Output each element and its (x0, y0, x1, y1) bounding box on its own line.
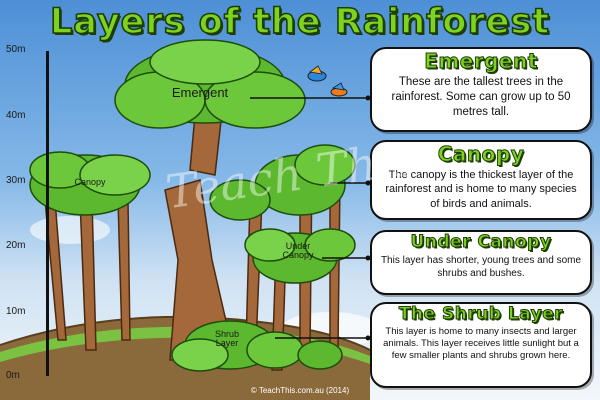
tree-label-canopy: Canopy (74, 177, 106, 187)
ruler-label-10m: 10m (6, 306, 26, 317)
layer-box-shrub: The Shrub Layer This layer is home to ma… (370, 302, 592, 388)
under-canopy-crowns (244, 228, 356, 284)
ruler-label-30m: 30m (6, 175, 26, 186)
layer-title-canopy: Canopy (437, 142, 525, 167)
ruler-label-40m: 40m (6, 110, 26, 121)
layer-title-under-canopy: Under Canopy (410, 232, 552, 253)
canopy-crowns (29, 144, 356, 221)
layer-box-canopy: Canopy The canopy is the thickest layer … (370, 140, 592, 220)
tree-label-under-canopy: Under Canopy (282, 241, 314, 261)
copyright-text: © TeachThis.com.au (2014) (250, 386, 350, 395)
tree-label-emergent: Emergent (171, 85, 229, 100)
tree-label-shrub: Shrub Layer (214, 329, 240, 349)
emergent-crown (114, 39, 306, 129)
bird-icon (330, 82, 348, 97)
ruler-label-0m: 0m (6, 370, 20, 381)
layer-text-under-canopy: This layer has shorter, young trees and … (380, 255, 582, 279)
pointer-lines (250, 97, 368, 339)
ruler-label-50m: 50m (6, 44, 26, 55)
layer-title-emergent: Emergent (424, 49, 538, 74)
page-title: Layers of the Rainforest (49, 1, 551, 43)
shrub-bushes (171, 320, 343, 372)
layer-text-canopy: The canopy is the thickest layer of the … (385, 169, 577, 210)
layer-title-shrub: The Shrub Layer (398, 304, 564, 325)
layer-text-emergent: These are the tallest trees in the rainf… (391, 76, 571, 119)
bird-icon (307, 65, 327, 82)
layer-box-under-canopy: Under Canopy This layer has shorter, you… (370, 230, 592, 295)
ruler-label-20m: 20m (6, 240, 26, 251)
height-ruler (46, 51, 49, 376)
layer-text-shrub: This layer is home to many insects and l… (383, 326, 579, 361)
layer-box-emergent: Emergent These are the tallest trees in … (370, 47, 592, 132)
